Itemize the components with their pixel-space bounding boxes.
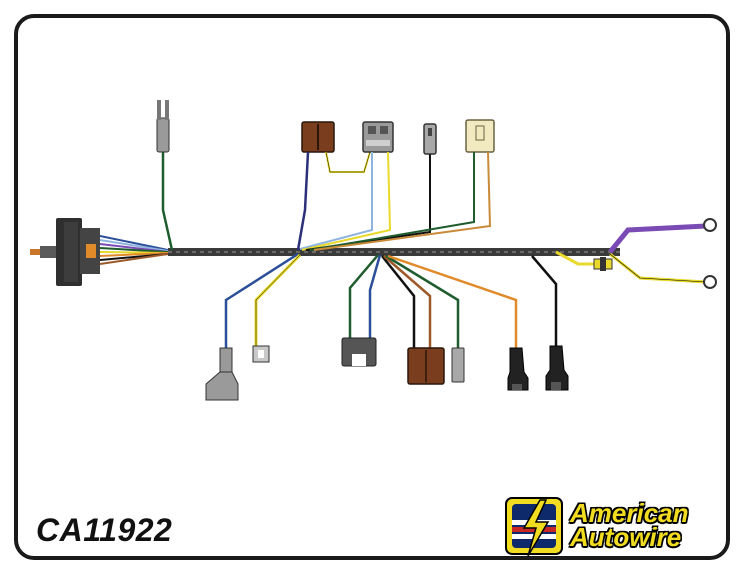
bottom-orange-plug [387,254,529,391]
bottom-black-plug [531,255,569,391]
harness-trunk [168,248,620,256]
lightning-bolt-icon [522,499,550,557]
main-connector-wires [99,235,169,265]
bottom-small-grey-connector [385,254,465,383]
brand-wordmark: American Autowire [504,494,724,556]
bottom-brown-connector [381,255,445,385]
bottom-grey-connector [341,254,382,367]
bottom-yellow-spade [252,253,302,363]
purple-ring-terminal [608,218,717,254]
inline-fuse [555,250,613,271]
main-bulkhead-connector [30,218,100,286]
top-green-connector [156,100,174,251]
brand-line-2: Autowire [570,522,682,552]
american-autowire-logo [505,497,563,557]
brand-line-1: American [570,498,689,528]
bottom-blue-terminal [205,252,299,401]
yellow-ring-terminal [609,252,717,289]
part-number: CA11922 [36,512,173,548]
top-brown-connector [296,121,371,251]
top-cream-connector [309,119,495,251]
top-grey-connector [299,121,394,251]
